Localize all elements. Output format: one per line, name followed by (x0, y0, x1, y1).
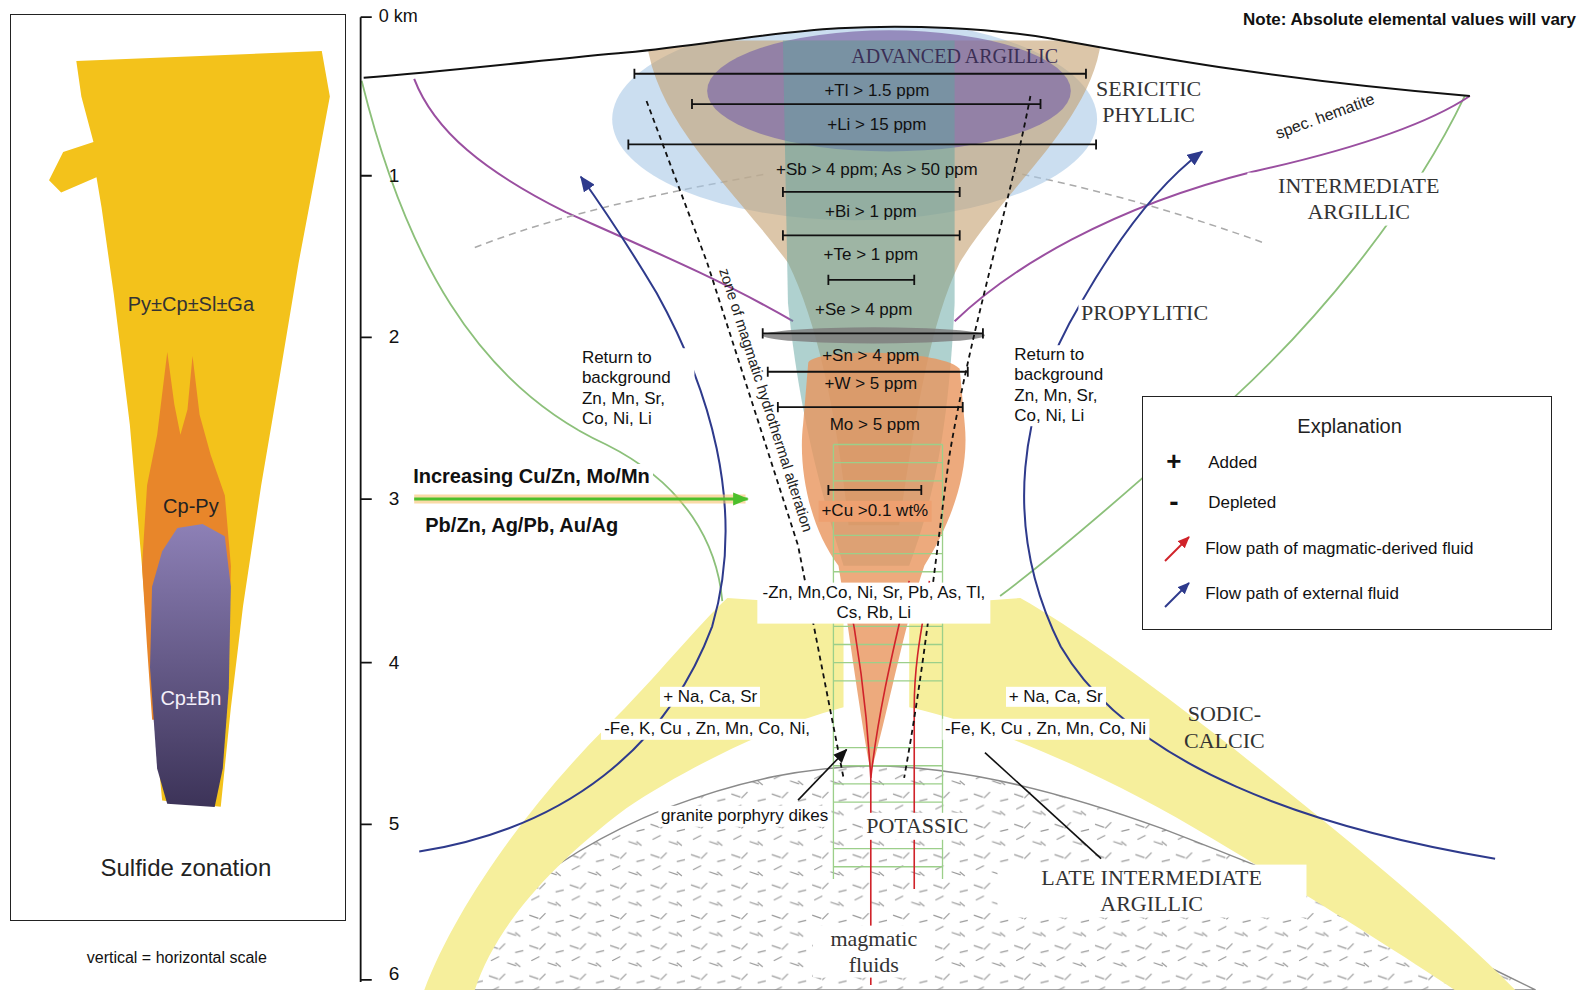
element-bracket (828, 485, 921, 495)
note: Note: Absolute elemental values will var… (1243, 10, 1576, 30)
leader-line (798, 750, 1101, 859)
dashed-boundary (1010, 172, 1263, 243)
leader-line (985, 753, 1101, 859)
legend-symbol: + (1166, 446, 1181, 477)
depth-axis (361, 17, 372, 982)
alteration-zone-label: INTERMEDIATE ARGILLIC (1247, 173, 1470, 226)
bornite-zone-shape (150, 524, 231, 807)
element-threshold: +Bi > 1 ppm (825, 202, 917, 222)
fluid-label: magmatic fluids (813, 925, 935, 978)
alteration-zone-label: LATE INTERMEDIATE ARGILLIC (997, 865, 1306, 918)
element-bracket (763, 328, 983, 338)
legend-text: Added (1208, 452, 1257, 472)
legend-arrow (1165, 537, 1189, 561)
alteration-zone-label: ADVANCED ARGILLIC (851, 44, 1058, 68)
depth-label: 0 km (379, 6, 418, 28)
element-bracket (628, 69, 1096, 495)
zone-label: Cp±Bn (160, 686, 221, 710)
legend-arrow-sample (1161, 577, 1195, 611)
scale-note: vertical = horizontal scale (87, 948, 267, 967)
depletion-list: -Fe, K, Cu , Zn, Mn, Co, Ni, (601, 719, 813, 739)
callout-label: granite porphyry dikes (658, 806, 831, 826)
bornite-zone-outline (147, 521, 233, 809)
external-fluid-path (419, 177, 725, 852)
sodic-calcic-zone (424, 598, 843, 990)
pyrite-zone-shape (49, 51, 330, 807)
legend-text: Flow path of magmatic-derived fluid (1205, 538, 1473, 558)
sodic-calcic-zone (909, 598, 1515, 990)
element-bracket (692, 99, 1041, 109)
legend-symbol: - (1169, 485, 1178, 519)
depth-tick-label: 2 (389, 326, 400, 349)
magmatic-alteration-boundary (647, 101, 844, 778)
alteration-zone-label: POTASSIC (863, 813, 971, 839)
depth-tick-label: 4 (389, 651, 400, 674)
zone-label: Sulfide zonation (100, 853, 271, 882)
bornite-zone: Cp±Bn (147, 521, 233, 809)
mineral-label: spec. hematite (1273, 89, 1377, 143)
trend-arrow (414, 499, 747, 500)
zone-label: Cp-Py (163, 494, 219, 518)
zone-label: Explanation (1297, 414, 1402, 438)
legend-text: Depleted (1208, 493, 1276, 513)
alteration-zone-label: SERICITIC PHYLLIC (1073, 76, 1225, 129)
alteration-plume (763, 327, 985, 343)
sulfide-panel: Sulfide zonation Py±Cp±Sl±GaCp-PyCp±Bn (10, 14, 346, 921)
element-threshold: +W > 5 ppm (824, 374, 917, 394)
trend-arrow (414, 498, 747, 501)
element-threshold: +Sn > 4 ppm (822, 345, 919, 365)
element-threshold: +Tl > 1.5 ppm (824, 81, 929, 101)
element-bracket (828, 275, 914, 285)
background-note: Return to background Zn, Mn, Sr, Co, Ni,… (1011, 345, 1126, 427)
alteration-plume (707, 30, 1071, 151)
alteration-zone-label: SODIC- CALCIC (1174, 701, 1275, 754)
magmatic-alteration-boundary (647, 96, 1031, 778)
element-threshold: +Sb > 4 ppm; As > 50 ppm (776, 160, 978, 180)
depth-axis (361, 17, 372, 982)
element-threshold: Mo > 5 ppm (830, 415, 920, 435)
legend-arrow-sample (1161, 531, 1195, 565)
legend-box: ExplanationAddedDepletedFlow path of mag… (1142, 396, 1552, 630)
element-threshold: +Cu >0.1 wt% (818, 501, 931, 521)
depletion-list: -Fe, K, Cu , Zn, Mn, Co, Ni (942, 719, 1149, 739)
zone-label: Py±Cp±Sl±Ga (128, 292, 254, 316)
addition-list: + Na, Ca, Sr (660, 687, 760, 707)
ratio-trend: Increasing Cu/Zn, Mo/Mn (410, 464, 653, 488)
element-threshold: +Se > 4 ppm (815, 300, 912, 320)
background-note: Return to background Zn, Mn, Sr, Co, Ni,… (579, 348, 694, 430)
element-bracket (783, 187, 960, 197)
addition-list: + Na, Ca, Sr (1006, 687, 1106, 707)
legend-arrow (1165, 583, 1189, 607)
sodic-calcic-zone (424, 598, 1515, 990)
element-bracket (628, 139, 1096, 149)
ratio-trend: Pb/Zn, Ag/Pb, Au/Ag (422, 513, 621, 537)
element-bracket (778, 402, 963, 412)
alteration-zone-label: PROPYLITIC (1078, 300, 1211, 326)
pyrite-zone: Py±Cp±Sl±GaCp-PyCp±Bn (46, 49, 332, 809)
legend-text: Flow path of external fluid (1205, 584, 1399, 604)
depth-tick-label: 5 (389, 813, 400, 836)
magmatic-fluid-path (914, 581, 929, 889)
element-threshold: +Te > 1 ppm (824, 244, 919, 264)
element-bracket (634, 69, 1086, 79)
depletion-list: -Zn, Mn,Co, Ni, Sr, Pb, As, Tl, Cs, Rb, … (757, 583, 990, 624)
element-threshold: +Li > 15 ppm (827, 115, 926, 135)
magmatic-alteration-boundary (904, 96, 1030, 778)
leader-line (798, 750, 846, 801)
element-bracket (783, 230, 960, 240)
depth-tick-label: 1 (389, 164, 400, 187)
depth-tick-label: 6 (389, 962, 400, 985)
depth-tick-label: 3 (389, 488, 400, 511)
alteration-plume (802, 353, 966, 773)
